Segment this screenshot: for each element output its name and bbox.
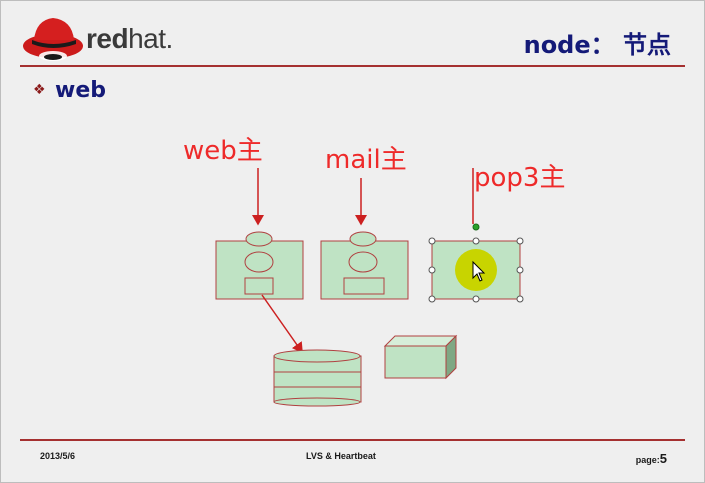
slide-title: node： 节点 — [523, 31, 671, 59]
footer-title: LVS & Heartbeat — [306, 451, 376, 461]
redhat-shadowman-icon — [23, 18, 83, 61]
cursor-icon — [472, 260, 486, 282]
bullet-icon: ❖ — [33, 81, 46, 97]
header-divider — [20, 65, 685, 67]
web-node — [215, 231, 304, 300]
redhat-wordmark: redhat. — [86, 23, 173, 55]
database-cylinder — [273, 349, 362, 407]
label-mail-master: mail主 — [325, 145, 407, 175]
selection-handles[interactable] — [428, 237, 524, 303]
section-heading: web — [55, 78, 106, 103]
arrow-web-to-storage — [261, 294, 303, 354]
page-label: page: — [635, 455, 660, 465]
pop3-node[interactable] — [428, 223, 524, 303]
storage-box — [383, 334, 458, 380]
label-web-master: web主 — [183, 136, 263, 166]
page-number: 5 — [659, 451, 667, 466]
footer-divider — [20, 439, 685, 441]
footer-date: 2013/5/6 — [40, 451, 76, 461]
wordmark-hat: hat. — [128, 23, 173, 54]
rotate-handle[interactable] — [472, 223, 480, 231]
label-pop3-master: pop3主 — [474, 163, 566, 193]
redhat-logo — [20, 10, 195, 65]
mail-node — [320, 231, 409, 300]
footer-page: page:5 — [636, 451, 667, 466]
wordmark-red: red — [86, 23, 129, 54]
